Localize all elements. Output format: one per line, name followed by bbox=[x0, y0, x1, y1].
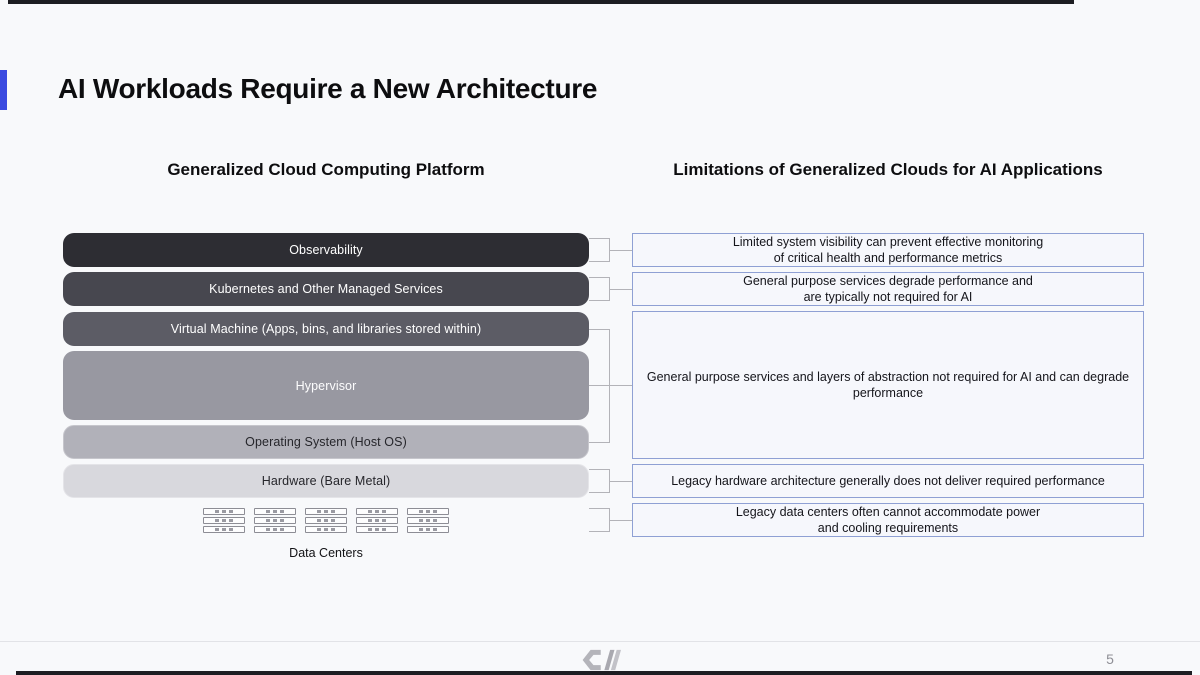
connector-line bbox=[610, 289, 632, 290]
connector-line bbox=[610, 385, 632, 386]
page-title: AI Workloads Require a New Architecture bbox=[58, 73, 598, 104]
limitation-managed-services: General purpose services degrade perform… bbox=[632, 272, 1144, 306]
title-accent-bar bbox=[0, 70, 7, 110]
server-rack-icon bbox=[254, 508, 296, 533]
connector-bracket bbox=[589, 238, 610, 262]
connector-line bbox=[610, 520, 632, 521]
datacenters-label: Data Centers bbox=[289, 546, 363, 560]
footer-divider bbox=[0, 641, 1200, 642]
connector-stub bbox=[589, 385, 610, 386]
limitation-observability: Limited system visibility can prevent ef… bbox=[632, 233, 1144, 267]
layer-hardware: Hardware (Bare Metal) bbox=[63, 464, 589, 498]
limitation-abstraction-layers: General purpose services and layers of a… bbox=[632, 311, 1144, 459]
connector-line bbox=[610, 250, 632, 251]
left-column-header: Generalized Cloud Computing Platform bbox=[167, 160, 485, 179]
connector-bracket bbox=[589, 329, 610, 443]
layer-virtual-machine: Virtual Machine (Apps, bins, and librari… bbox=[63, 312, 589, 346]
server-rack-icon bbox=[407, 508, 449, 533]
limitation-legacy-hardware: Legacy hardware architecture generally d… bbox=[632, 464, 1144, 498]
coreweave-logo-icon bbox=[579, 647, 621, 675]
layer-kubernetes-managed-services: Kubernetes and Other Managed Services bbox=[63, 272, 589, 306]
connector-bracket bbox=[589, 469, 610, 493]
server-rack-icon bbox=[305, 508, 347, 533]
right-column-header: Limitations of Generalized Clouds for AI… bbox=[673, 160, 1103, 179]
bottom-edge-bar bbox=[16, 671, 1192, 675]
connector-bracket bbox=[589, 277, 610, 301]
limitation-legacy-datacenters: Legacy data centers often cannot accommo… bbox=[632, 503, 1144, 537]
layer-hypervisor: Hypervisor bbox=[63, 351, 589, 420]
connector-bracket bbox=[589, 508, 610, 532]
top-edge-bar bbox=[8, 0, 1074, 4]
connector-line bbox=[610, 481, 632, 482]
page-number: 5 bbox=[1106, 651, 1114, 667]
server-rack-icon bbox=[356, 508, 398, 533]
server-rack-icon bbox=[203, 508, 245, 533]
layer-observability: Observability bbox=[63, 233, 589, 267]
datacenter-icon-row bbox=[203, 508, 449, 533]
layer-operating-system: Operating System (Host OS) bbox=[63, 425, 589, 459]
